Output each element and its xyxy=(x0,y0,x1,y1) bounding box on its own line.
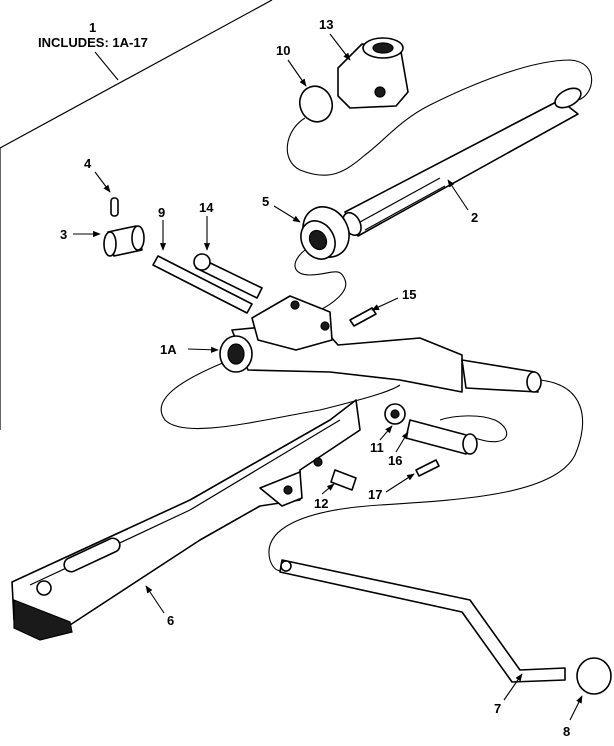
assembly-bracket-line xyxy=(0,0,273,149)
callout-2: 2 xyxy=(471,210,478,225)
part-2-long-rod xyxy=(342,87,582,237)
leader-5 xyxy=(273,205,301,223)
wire-loop-7 xyxy=(268,379,584,572)
callout-10: 10 xyxy=(276,43,290,58)
part-7-lift-rod xyxy=(279,559,566,683)
leader-11 xyxy=(379,425,393,441)
callout-14: 14 xyxy=(199,200,214,215)
part-10-plug-cap xyxy=(298,85,334,123)
leader-17 xyxy=(385,473,415,493)
part-12-fitting xyxy=(330,469,357,491)
callout-6: 6 xyxy=(167,613,174,628)
callout-16: 16 xyxy=(388,453,402,468)
part-6-lower-link xyxy=(11,399,361,641)
leader-15 xyxy=(371,297,399,311)
leader-6 xyxy=(145,585,165,614)
part-16-adjusting-sleeve xyxy=(405,419,478,455)
part-9-long-pin xyxy=(152,255,253,314)
assembly-leader-1 xyxy=(94,51,119,81)
callout-12: 12 xyxy=(314,496,328,511)
callout-13: 13 xyxy=(319,17,333,32)
part-14-clevis-pin xyxy=(193,253,263,299)
callout-11: 11 xyxy=(370,440,384,455)
callout-4: 4 xyxy=(84,156,92,171)
leader-10 xyxy=(287,59,307,87)
part-1a-lift-arm xyxy=(219,295,542,393)
leader-7 xyxy=(503,673,523,701)
callout-8: 8 xyxy=(563,724,570,739)
part-3-sleeve-nut xyxy=(103,225,145,257)
leader-8 xyxy=(569,695,583,721)
callout-15: 15 xyxy=(402,287,416,302)
callout-17: 17 xyxy=(368,487,382,502)
wire-loop-1a-main xyxy=(160,359,401,430)
part-8-knob xyxy=(576,657,612,695)
wire-loop-16-right xyxy=(439,415,508,443)
assembly-number: 1 xyxy=(89,20,96,35)
part-15-pin xyxy=(349,307,377,327)
assembly-includes: INCLUDES: 1A-17 xyxy=(38,35,148,50)
part-5-bushing xyxy=(300,206,350,260)
leader-12 xyxy=(321,483,335,495)
callout-7: 7 xyxy=(494,701,501,716)
wire-loop-10-13-2 xyxy=(286,59,593,176)
callout-3: 3 xyxy=(60,227,67,242)
leader-2 xyxy=(447,179,469,211)
part-17-pin xyxy=(415,459,440,477)
leader-1a xyxy=(187,346,219,353)
leader-13 xyxy=(329,33,351,61)
part-13-clevis-block xyxy=(337,37,409,109)
callout-5: 5 xyxy=(262,194,269,209)
leader-16 xyxy=(395,431,409,453)
part-11-nut xyxy=(384,403,406,425)
leader-4 xyxy=(94,171,111,193)
callout-9: 9 xyxy=(158,205,165,220)
wire-loop-5-1a xyxy=(294,249,347,311)
part-4-roll-pin xyxy=(110,197,119,217)
callout-1a: 1A xyxy=(160,342,177,357)
